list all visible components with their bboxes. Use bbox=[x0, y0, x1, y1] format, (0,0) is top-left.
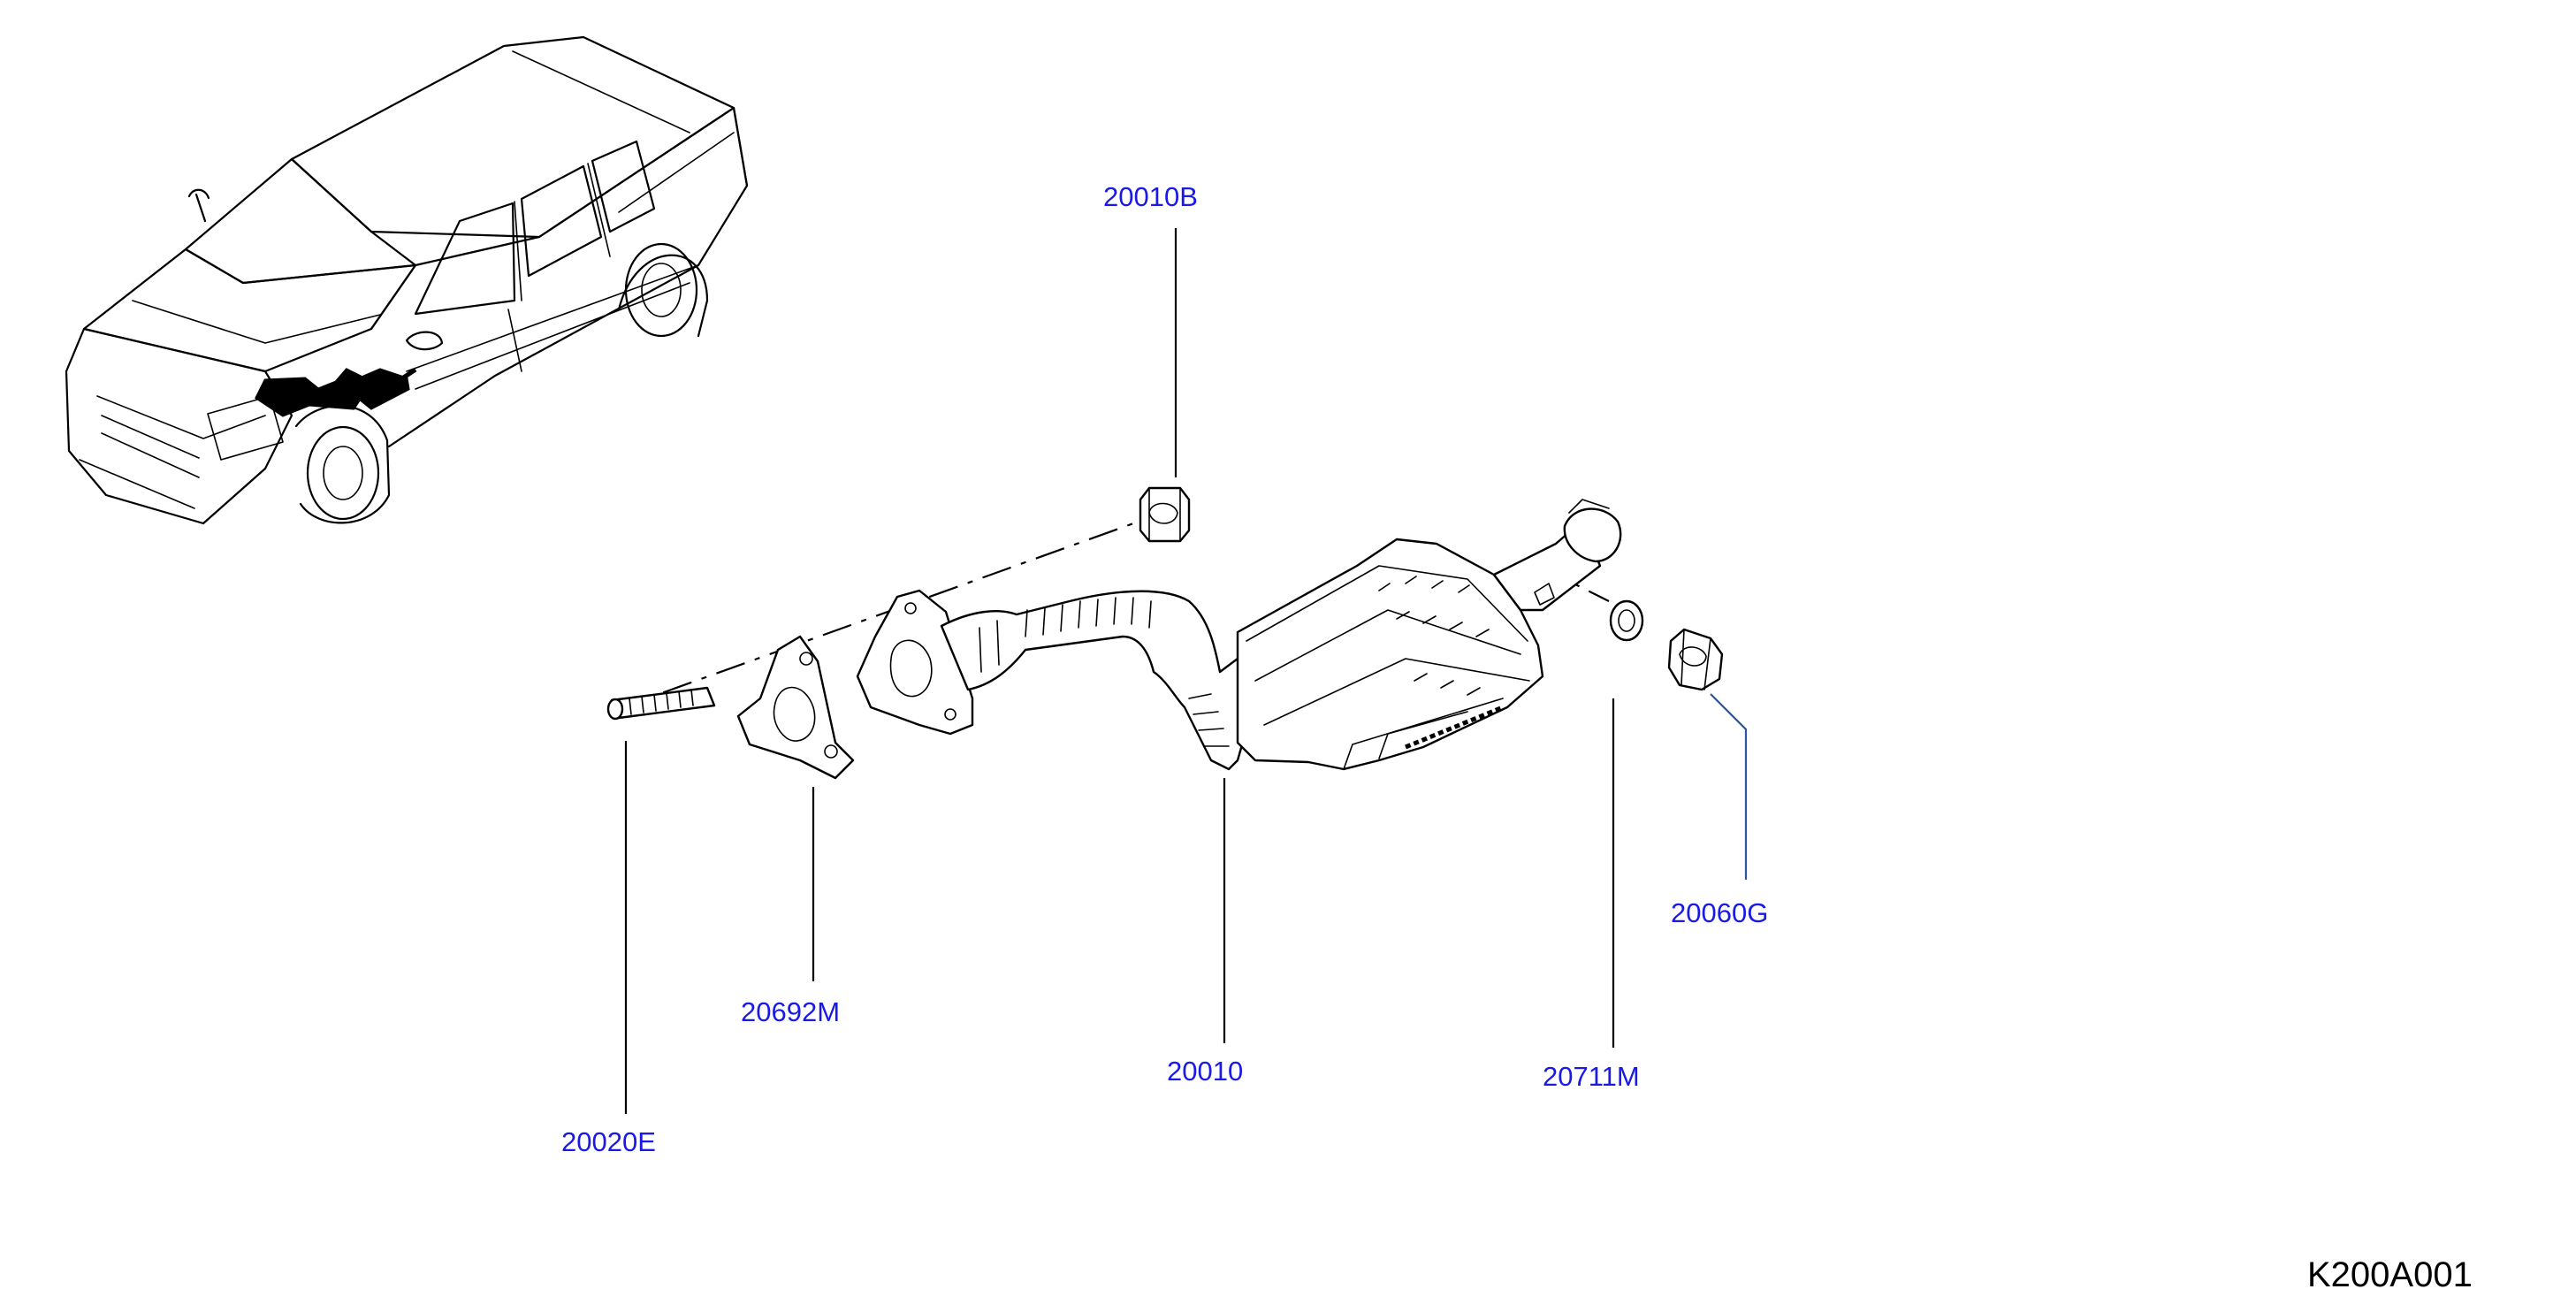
callout-20020E[interactable]: 20020E bbox=[561, 1126, 656, 1157]
callout-20692M[interactable]: 20692M bbox=[741, 996, 840, 1027]
vehicle-overview-illustration bbox=[65, 35, 749, 525]
callout-20010[interactable]: 20010 bbox=[1167, 1056, 1243, 1087]
diagram-reference-code: K200A001 bbox=[2307, 1255, 2473, 1294]
callout-20711M[interactable]: 20711M bbox=[1543, 1061, 1640, 1092]
leader-20060G bbox=[1710, 693, 1748, 880]
flange-nut-part[interactable] bbox=[1667, 628, 1724, 691]
catalytic-converter-assembly[interactable] bbox=[856, 499, 1622, 771]
nut-part[interactable] bbox=[1139, 486, 1191, 543]
ring-part[interactable] bbox=[1609, 599, 1644, 642]
callout-20060G[interactable]: 20060G bbox=[1671, 897, 1768, 928]
gasket-part[interactable] bbox=[736, 635, 855, 780]
stud-part[interactable] bbox=[606, 686, 716, 721]
callout-20010B[interactable]: 20010B bbox=[1103, 181, 1198, 212]
assembly-centerline bbox=[609, 513, 1159, 713]
